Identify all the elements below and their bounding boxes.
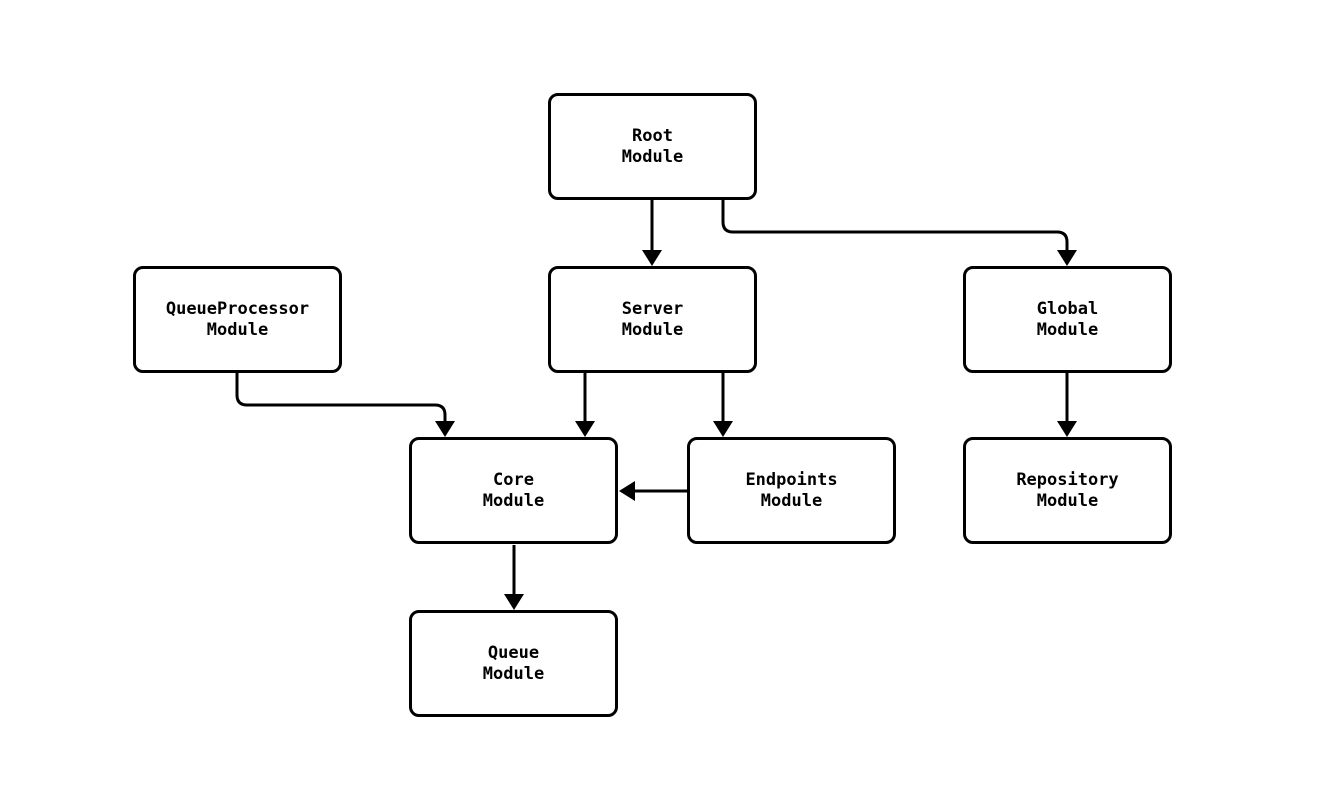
edge-root-to-global	[721, 198, 1077, 266]
edge-core-to-queue	[504, 545, 524, 610]
edge-queueprocessor-to-core	[235, 373, 455, 437]
edge-root-to-server	[642, 198, 662, 266]
node-label-line: Module	[1036, 319, 1099, 340]
node-label-line: Core	[493, 469, 534, 490]
node-label-line: Queue	[487, 642, 540, 663]
node-server-module: Server Module	[548, 266, 757, 373]
node-label-line: Module	[206, 319, 269, 340]
node-label-line: Module	[1036, 490, 1099, 511]
node-label-line: Root	[632, 125, 673, 146]
node-label-line: Module	[482, 663, 545, 684]
node-label-line: Repository	[1016, 469, 1119, 490]
node-label-line: Module	[482, 490, 545, 511]
node-queueprocessor-module: QueueProcessor Module	[133, 266, 342, 373]
node-queue-module: Queue Module	[409, 610, 618, 717]
edge-endpoints-to-core	[619, 481, 687, 501]
edge-server-to-core	[575, 373, 595, 437]
node-label-line: Module	[621, 146, 684, 167]
node-root-module: Root Module	[548, 93, 757, 200]
edge-global-to-repository	[1057, 373, 1077, 437]
node-label-line: QueueProcessor	[165, 298, 310, 319]
node-label-line: Endpoints	[745, 469, 838, 490]
node-endpoints-module: Endpoints Module	[687, 437, 896, 544]
node-label-line: Global	[1036, 298, 1099, 319]
node-core-module: Core Module	[409, 437, 618, 544]
node-repository-module: Repository Module	[963, 437, 1172, 544]
edge-server-to-endpoints	[713, 373, 733, 437]
node-global-module: Global Module	[963, 266, 1172, 373]
node-label-line: Server	[621, 298, 684, 319]
node-label-line: Module	[621, 319, 684, 340]
node-label-line: Module	[760, 490, 823, 511]
